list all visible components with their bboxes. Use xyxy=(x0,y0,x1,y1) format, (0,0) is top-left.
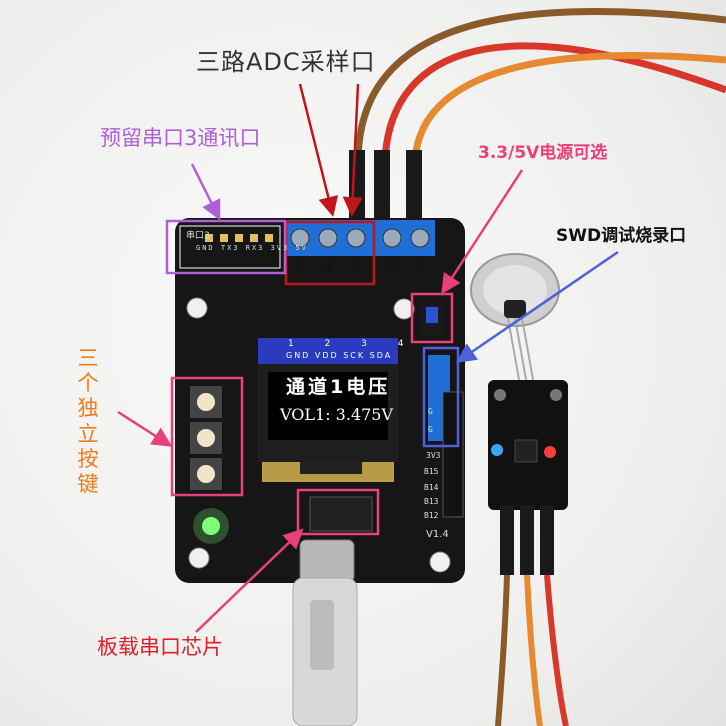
terminal-label-2: 2 xyxy=(325,261,334,276)
uart3-header-side-label: 串口3 xyxy=(186,231,210,241)
oled-header-strip xyxy=(258,338,398,364)
label-adc: 三路ADC采样口 xyxy=(196,48,376,76)
board-version: V1.4 xyxy=(426,529,449,540)
terminal-label-negative: 负 xyxy=(386,261,400,276)
adc-arrow-2 xyxy=(342,83,363,217)
usb-serial-chip xyxy=(309,496,373,532)
keys-arrow xyxy=(117,410,173,447)
oled-pin-labels: GND VDD SCK SDA xyxy=(286,351,393,360)
label-keys: 三个独立按键 xyxy=(77,346,99,496)
power-led xyxy=(202,517,220,535)
terminal-label-3: 3 xyxy=(296,261,305,276)
terminal-label-1: 1 xyxy=(353,261,362,276)
label-power-select: 3.3/5V电源可选 xyxy=(478,143,608,163)
adc-arrow xyxy=(298,83,339,217)
oled-line-1: 通道1电压 xyxy=(286,376,391,398)
label-uart3: 预留串口3通讯口 xyxy=(100,126,261,150)
chip-arrow xyxy=(195,528,304,633)
chip-highlight-box xyxy=(296,488,380,536)
dupont-2 xyxy=(374,150,390,220)
uart3-arrow xyxy=(190,163,221,221)
swd-highlight-box xyxy=(422,346,460,448)
usb-c-connector xyxy=(299,539,355,583)
label-usb-chip: 板载串口芯片 xyxy=(97,635,223,659)
oled-pin-numbers: 1 2 3 4 xyxy=(288,339,418,349)
led-blue xyxy=(491,444,503,456)
oled-line-2: VOL1: 3.475V xyxy=(280,405,394,424)
uart3-highlight-box xyxy=(165,219,287,275)
terminal-label-positive: 正 xyxy=(414,261,428,276)
swd-arrow xyxy=(455,250,619,363)
power-arrow xyxy=(441,169,524,295)
side-pin-3v3: 3V3 xyxy=(426,451,441,460)
dupont-3 xyxy=(406,150,422,220)
label-swd: SWD调试烧录口 xyxy=(556,226,687,246)
side-pin-g1: G xyxy=(428,407,433,416)
led-red xyxy=(544,446,556,458)
wire-orange-top xyxy=(411,52,726,161)
uart3-header xyxy=(179,225,281,269)
tactile-buttons xyxy=(190,386,222,490)
side-pin-g2: G xyxy=(428,425,433,434)
wire-red-top xyxy=(381,42,726,161)
wire-brown-top xyxy=(354,8,726,161)
side-pin-b12: B12 xyxy=(424,511,439,520)
side-pin-b15: B15 xyxy=(424,467,439,476)
sensor-transistor xyxy=(504,300,526,318)
uart3-pin-labels: GND TX3 RX3 3V3 5V xyxy=(196,244,308,252)
side-pin-b14: B14 xyxy=(424,483,439,492)
power-highlight-box xyxy=(410,292,454,344)
side-pin-b13: B13 xyxy=(424,497,439,506)
